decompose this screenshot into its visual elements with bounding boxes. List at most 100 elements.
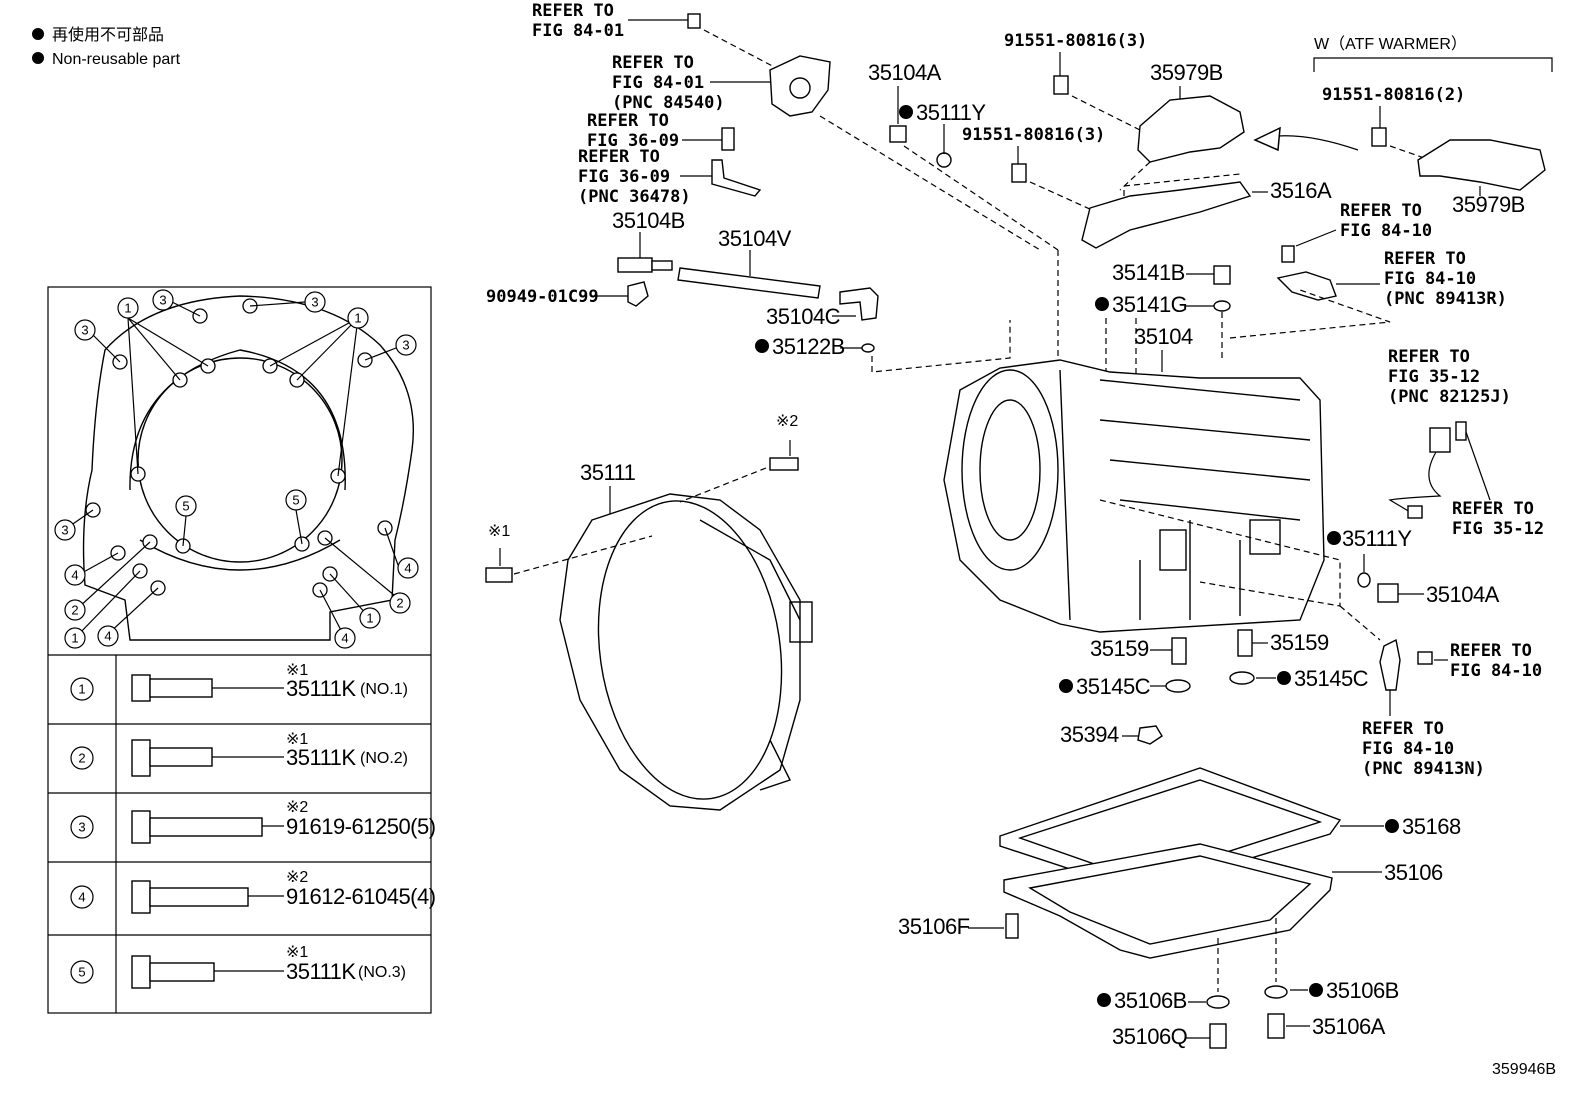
bolt-icon (1417, 651, 1433, 665)
non-reusable-bullet-icon (1327, 531, 1341, 545)
flange-callouts: 1 3 3 1 3 3 3 5 5 4 4 2 2 1 1 4 4 (54, 289, 419, 649)
speed-sensor-icon (1276, 271, 1337, 301)
svg-text:3: 3 (78, 820, 85, 835)
non-reusable-bullet-icon (1385, 819, 1399, 833)
o-ring-icon (861, 343, 875, 353)
svg-text:35104A: 35104A (1426, 582, 1500, 607)
svg-text:35111K: 35111K (286, 959, 356, 984)
svg-text:2: 2 (78, 751, 85, 766)
bellhousing-flange-drawing: 1 3 3 1 3 3 3 5 5 4 4 2 2 1 1 4 4 (54, 289, 419, 649)
drain-plug-icon (1267, 1013, 1285, 1039)
svg-text:3: 3 (402, 338, 409, 353)
bolt-icon (485, 567, 513, 583)
magnet-icon (1137, 725, 1163, 745)
svg-text:35141G: 35141G (1112, 292, 1187, 317)
svg-text:2: 2 (71, 603, 78, 618)
svg-text:1: 1 (354, 311, 361, 326)
svg-text:35104B: 35104B (612, 208, 685, 233)
bolt-row-2: 2 ※1 35111K (NO.2) (70, 731, 408, 777)
oil-pan-assembly: 35168 35106 35106F 35106B 35106B 35106Q … (898, 767, 1461, 1049)
svg-text:35106B: 35106B (1326, 978, 1399, 1003)
svg-text:3: 3 (159, 293, 166, 308)
svg-text:REFER TO: REFER TO (578, 147, 660, 167)
svg-text:35394: 35394 (1060, 722, 1119, 747)
gasket-icon (1229, 671, 1255, 685)
bolt-icon (1053, 75, 1069, 95)
bolt-row-4: 4 ※2 91612-61045(4) (70, 869, 436, 914)
svg-text:35106: 35106 (1384, 860, 1443, 885)
transmission-case (943, 359, 1381, 641)
bolt-row-3: 3 ※2 91619-61250(5) (70, 799, 436, 844)
non-reusable-bullet-icon (755, 339, 769, 353)
svg-text:(NO.3): (NO.3) (358, 964, 406, 981)
svg-text:35104V: 35104V (718, 226, 792, 251)
svg-text:4: 4 (341, 631, 348, 646)
union-fitting-icon (839, 287, 879, 321)
legend-bullet-icon (32, 52, 44, 64)
svg-text:35104: 35104 (1134, 324, 1193, 349)
svg-text:35979B: 35979B (1150, 60, 1223, 85)
svg-text:35141B: 35141B (1112, 260, 1185, 285)
svg-text:4: 4 (104, 629, 111, 644)
plug-icon (1377, 583, 1399, 603)
bolt-icon (1371, 127, 1387, 147)
non-reusable-bullet-icon (899, 105, 913, 119)
bolt-icon (687, 13, 701, 29)
legend-jp: 再使用不可部品 (52, 26, 164, 44)
svg-text:35111: 35111 (580, 460, 636, 485)
svg-text:REFER TO: REFER TO (587, 111, 669, 131)
sensor-icon (1429, 427, 1451, 453)
svg-text:FIG 35-12: FIG 35-12 (1388, 367, 1480, 387)
svg-text:3516A: 3516A (1270, 178, 1332, 203)
svg-text:35106B: 35106B (1114, 988, 1187, 1013)
svg-text:REFER TO: REFER TO (1362, 719, 1444, 739)
svg-text:※1: ※1 (286, 944, 308, 961)
plug-icon (889, 125, 907, 143)
svg-text:35159: 35159 (1270, 630, 1329, 655)
legend: 再使用不可部品 Non-reusable part (32, 26, 181, 68)
svg-text:4: 4 (78, 890, 85, 905)
svg-text:91551-80816(2): 91551-80816(2) (1322, 85, 1465, 105)
svg-text:(NO.1): (NO.1) (360, 681, 408, 698)
gasket-icon (1206, 995, 1230, 1009)
arrow-icon (1253, 126, 1281, 152)
svg-text:90949-01C99: 90949-01C99 (486, 287, 599, 307)
svg-text:(PNC 89413R): (PNC 89413R) (1384, 289, 1507, 309)
ref-label: REFER TO (532, 1, 614, 21)
svg-text:※1: ※1 (286, 662, 308, 679)
oil-pipe-icon (677, 267, 821, 299)
svg-text:35106Q: 35106Q (1112, 1024, 1188, 1049)
svg-text:1: 1 (71, 631, 78, 646)
svg-text:REFER TO: REFER TO (1452, 499, 1534, 519)
svg-text:FIG 84-10: FIG 84-10 (1384, 269, 1476, 289)
svg-text:35111K: 35111K (286, 676, 356, 701)
svg-text:(NO.2): (NO.2) (360, 750, 408, 767)
non-reusable-bullet-icon (1277, 671, 1291, 685)
svg-text:35106A: 35106A (1312, 1014, 1386, 1039)
svg-text:35145C: 35145C (1076, 674, 1151, 699)
spring-icon (1237, 629, 1253, 657)
svg-text:FIG 36-09: FIG 36-09 (587, 131, 679, 151)
svg-text:35106F: 35106F (898, 914, 970, 939)
bolt-icon (721, 127, 735, 151)
legend-en: Non-reusable part (52, 51, 181, 68)
svg-text:35159: 35159 (1090, 636, 1149, 661)
svg-text:2: 2 (396, 596, 403, 611)
pipe-fitting-icon (617, 257, 653, 273)
svg-text:35111Y: 35111Y (916, 100, 986, 125)
svg-text:35111K: 35111K (286, 745, 356, 770)
diagram-code: 359946B (1492, 1061, 1556, 1078)
gasket-icon (1264, 985, 1288, 999)
gasket-icon (1213, 300, 1231, 312)
bell-housing: 35111 ※2 ※1 (485, 413, 813, 811)
svg-text:3: 3 (61, 523, 68, 538)
svg-text:35111Y: 35111Y (1342, 526, 1412, 551)
svg-text:(PNC 82125J): (PNC 82125J) (1388, 387, 1511, 407)
drain-plug-icon (1213, 265, 1231, 285)
svg-text:W（ATF WARMER）: W（ATF WARMER） (1314, 35, 1467, 53)
clip-icon (627, 281, 649, 307)
svg-text:1: 1 (124, 301, 131, 316)
upper-components: REFER TO FIG 84-01 REFER TO FIG 84-01 (P… (486, 1, 1553, 380)
svg-text:REFER TO: REFER TO (1384, 249, 1466, 269)
